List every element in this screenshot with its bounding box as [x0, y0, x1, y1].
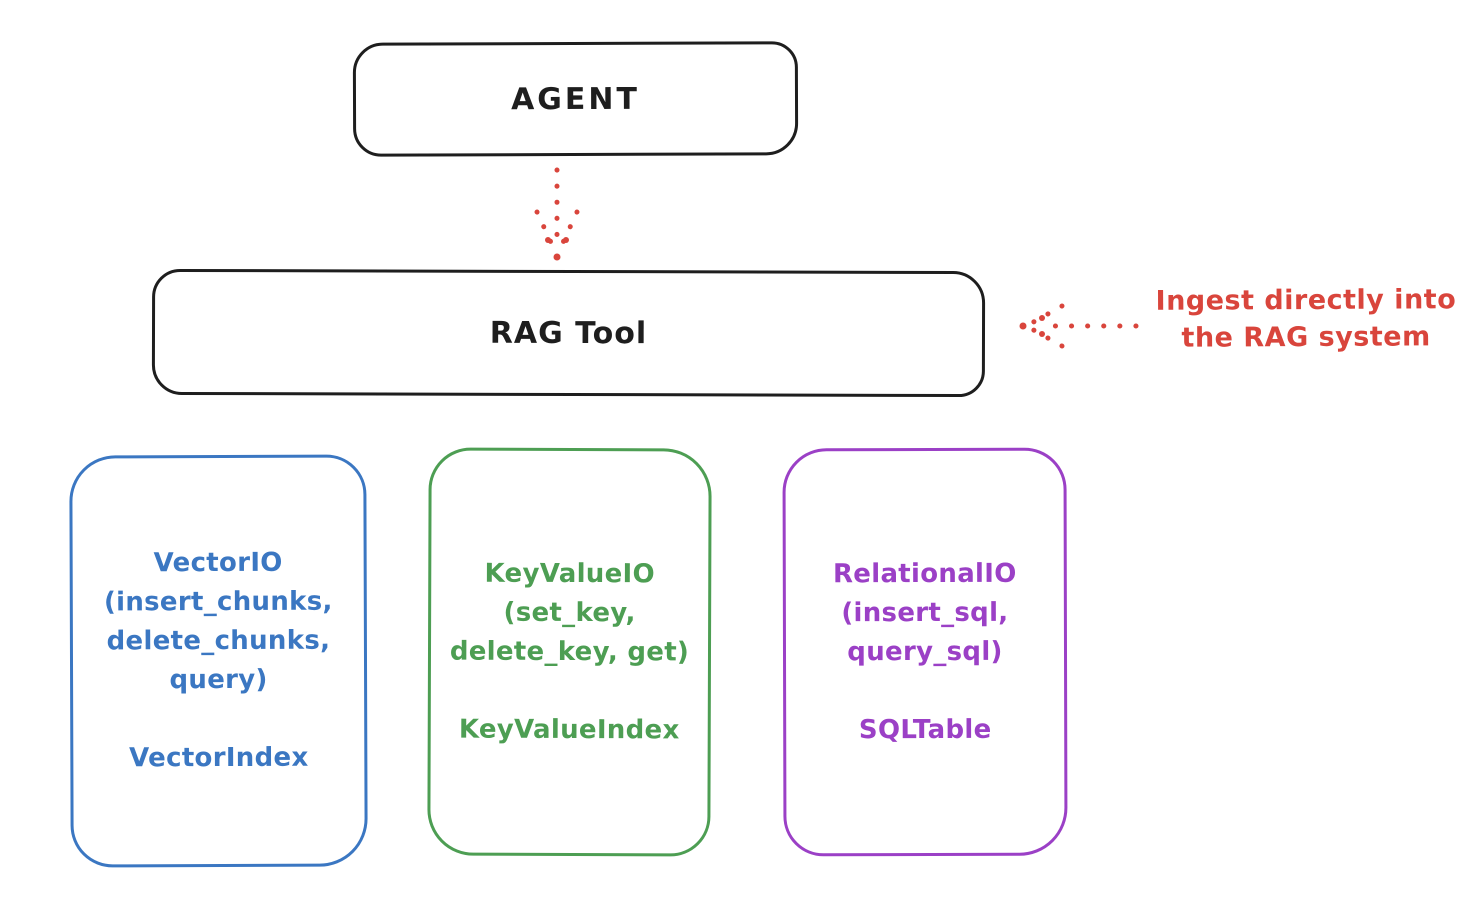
key-value-io-title-line-2: (set_key,: [503, 597, 636, 628]
sql-table-label: SQLTable: [858, 714, 992, 745]
relational-io-title-line-1: RelationalIO: [832, 558, 1017, 589]
agent-label: AGENT: [510, 81, 641, 117]
node-vector-io: VectorIO (insert_chunks, delete_chunks, …: [69, 454, 368, 868]
ingest-annotation-line-1: Ingest directly into: [1155, 284, 1457, 317]
agent-to-rag-arrow: [534, 167, 580, 261]
vector-io-title-line-4: query): [169, 664, 268, 696]
key-value-index-label: KeyValueIndex: [458, 714, 680, 745]
rag-tool-label: RAG Tool: [489, 315, 648, 351]
ingest-annotation: Ingest directly into the RAG system: [1138, 281, 1474, 357]
key-value-io-title-line-1: KeyValueIO: [484, 558, 655, 589]
relational-io-title-line-2: (insert_sql,: [841, 597, 1009, 628]
node-rag-tool: RAG Tool: [151, 268, 986, 398]
node-relational-io: RelationalIO (insert_sql, query_sql) SQL…: [782, 447, 1068, 857]
ingest-annotation-line-2: the RAG system: [1181, 321, 1431, 354]
vector-io-title-line-1: VectorIO: [153, 547, 283, 579]
vector-io-title-line-2: (insert_chunks,: [103, 586, 333, 618]
vector-index-label: VectorIndex: [129, 742, 309, 774]
relational-io-title-line-3: query_sql): [847, 636, 1003, 667]
node-agent: AGENT: [352, 41, 799, 157]
annotation-to-rag-arrow: [1019, 303, 1139, 349]
vector-io-title-line-3: delete_chunks,: [106, 625, 331, 657]
key-value-io-title-line-3: delete_key, get): [449, 636, 690, 667]
node-key-value-io: KeyValueIO (set_key, delete_key, get) Ke…: [427, 447, 712, 857]
